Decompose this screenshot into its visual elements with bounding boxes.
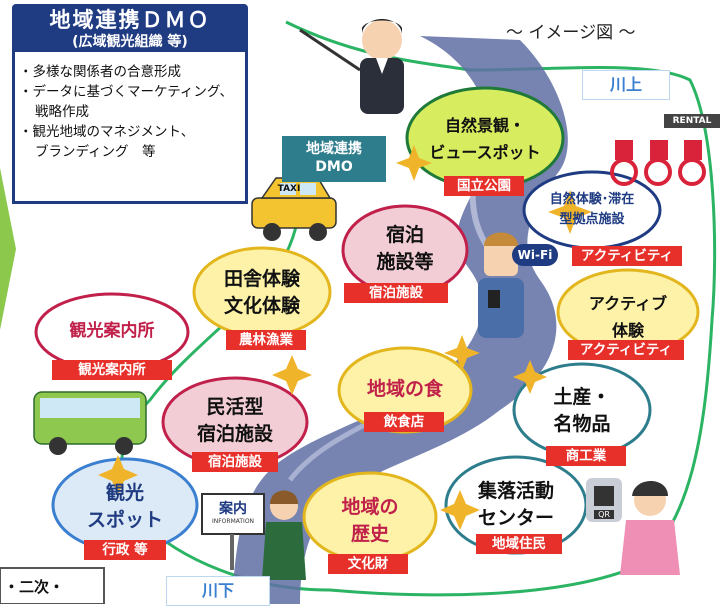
callout-fragment-shape bbox=[0, 567, 105, 604]
food-label: 地域の食 bbox=[366, 378, 443, 400]
history-tag: 文化財 bbox=[328, 554, 408, 574]
active-label-line: アクティブ bbox=[588, 294, 668, 313]
lodging-tag: 宿泊施設 bbox=[344, 283, 448, 303]
dmo-subtitle: (広域観光組織 等) bbox=[72, 34, 188, 50]
guide-person-illustration bbox=[299, 19, 404, 114]
minpaku-label: 民活型 宿泊施設 bbox=[175, 394, 295, 448]
sparkle-icon bbox=[396, 145, 432, 181]
community-label-line: センター bbox=[477, 507, 554, 529]
dmo-title: 地域連携ＤＭＯ bbox=[49, 8, 211, 32]
active-tag: アクティビティ bbox=[568, 340, 684, 360]
rural-label-line: 田舎体験 bbox=[223, 268, 300, 290]
nature-label-line: 自然景観・ bbox=[444, 116, 525, 135]
sparkle-icon bbox=[98, 455, 138, 495]
river-downstream-label: 川下 bbox=[166, 576, 270, 606]
sparkle-icon bbox=[444, 335, 480, 371]
lodging-label-line: 施設等 bbox=[376, 251, 434, 273]
nature-label-line: ビュースポット bbox=[429, 143, 541, 162]
wifi-badge: Wi-Fi bbox=[512, 244, 558, 266]
souvenir-tag: 商工業 bbox=[546, 446, 626, 466]
dmo-role-item: ・観光地域のマネジメント、 bbox=[19, 124, 195, 140]
active-label: アクティブ 体験 bbox=[582, 290, 674, 344]
info-sign-illustration bbox=[201, 493, 265, 570]
history-label-line: 地域の bbox=[341, 496, 399, 518]
dmo-role-item: ・データに基づくマーケティング、 bbox=[19, 84, 233, 100]
spot-label-line: スポット bbox=[86, 509, 163, 531]
dmo-teal-label-line: 地域連携 bbox=[306, 141, 362, 157]
experience-base-label-line: 自然体験･滞在 bbox=[549, 192, 635, 207]
souvenir-label: 土産・ 名物品 bbox=[540, 384, 624, 438]
souvenir-label-line: 名物品 bbox=[553, 413, 611, 435]
rental-sign: RENTAL bbox=[672, 116, 712, 126]
dmo-role-item: 戦略作成 bbox=[35, 104, 89, 120]
food-tag: 飲食店 bbox=[364, 412, 444, 432]
taxi-sign: TAXI bbox=[277, 184, 301, 194]
rural-label: 田舎体験 文化体験 bbox=[200, 266, 324, 320]
rental-bike-illustration bbox=[610, 114, 720, 186]
spot-label-line: 観光 bbox=[105, 482, 144, 504]
river-upstream-label: 川上 bbox=[582, 70, 670, 100]
qr-label: QR bbox=[594, 510, 614, 519]
dmo-role-item: ・多様な関係者の合意形成 bbox=[19, 64, 181, 80]
community-tag: 地域住民 bbox=[476, 534, 562, 554]
sparkle-icon bbox=[440, 490, 480, 530]
history-label-line: 歴史 bbox=[350, 523, 389, 545]
wifi-user-illustration bbox=[478, 232, 524, 338]
info-label: 観光案内所 bbox=[69, 321, 155, 341]
community-label-line: 集落活動 bbox=[477, 480, 554, 502]
minpaku-tag: 宿泊施設 bbox=[192, 452, 278, 472]
food-bubble bbox=[337, 346, 473, 434]
history-label: 地域の 歴史 bbox=[320, 494, 420, 548]
left-arrow-shape bbox=[0, 168, 16, 330]
diagram-title: ～ イメージ図 ～ bbox=[506, 23, 636, 43]
callout-fragment-text: ・二次・ bbox=[4, 578, 65, 596]
qr-user-illustration bbox=[586, 478, 680, 575]
dmo-teal-label-line: DMO bbox=[315, 159, 353, 175]
experience-base-label: 自然体験･滞在 型拠点施設 bbox=[540, 190, 644, 230]
sparkle-icon bbox=[513, 360, 547, 394]
spot-label: 観光 スポット bbox=[75, 480, 175, 534]
sparkle-icon bbox=[272, 355, 312, 395]
sparkle-group bbox=[98, 145, 592, 530]
lodging-label: 宿泊 施設等 bbox=[355, 222, 455, 276]
active-label-line: 体験 bbox=[611, 321, 644, 340]
spot-tag: 行政 等 bbox=[84, 540, 166, 560]
minpaku-label-line: 民活型 bbox=[206, 396, 264, 418]
sparkle-icon bbox=[548, 190, 592, 234]
lodging-label-line: 宿泊 bbox=[385, 224, 424, 246]
dmo-roles-list: ・多様な関係者の合意形成 ・データに基づくマーケティング、 戦略作成 ・観光地域… bbox=[12, 52, 248, 204]
area-boundary-line bbox=[120, 20, 717, 597]
guide-girl-illustration bbox=[262, 490, 306, 580]
minpaku-label-line: 宿泊施設 bbox=[196, 423, 273, 445]
nature-tag: 国立公園 bbox=[444, 176, 524, 196]
bus-illustration bbox=[33, 391, 147, 455]
info-tag: 観光案内所 bbox=[52, 360, 172, 380]
rural-tag: 農林漁業 bbox=[226, 330, 306, 350]
dmo-teal-label: 地域連携 DMO bbox=[282, 136, 386, 182]
info-sign-text: 案内 bbox=[219, 501, 247, 517]
nature-label: 自然景観・ ビュースポット bbox=[420, 112, 550, 166]
rural-label-line: 文化体験 bbox=[223, 295, 300, 317]
info-sign-subtext: INFORMATION bbox=[211, 518, 255, 525]
community-label: 集落活動 センター bbox=[460, 478, 572, 532]
dmo-role-item: ブランディング 等 bbox=[35, 144, 156, 160]
experience-base-tag: アクティビティ bbox=[572, 246, 682, 266]
dmo-header: 地域連携ＤＭＯ (広域観光組織 等) bbox=[12, 4, 248, 52]
experience-base-label-line: 型拠点施設 bbox=[559, 212, 625, 227]
souvenir-label-line: 土産・ bbox=[553, 386, 611, 408]
